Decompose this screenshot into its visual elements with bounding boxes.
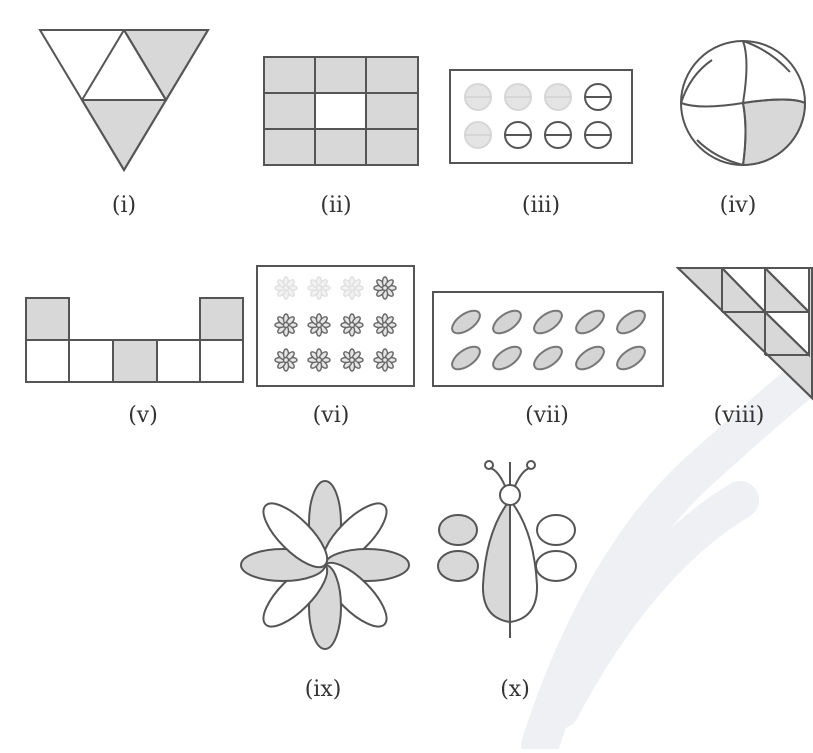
- flower-mark: [374, 277, 396, 299]
- flower-mark: [341, 314, 363, 336]
- figure-viii-triangle: [678, 268, 812, 398]
- figure-ii-grid: [264, 57, 418, 165]
- figure-vi-flowers: [257, 266, 414, 386]
- oval-mark: [572, 342, 607, 373]
- flower-mark: [308, 349, 330, 371]
- oval-mark: [613, 306, 648, 337]
- label-v: (v): [128, 403, 158, 428]
- oval-mark: [572, 306, 607, 337]
- label-i: (i): [112, 193, 136, 218]
- flower-mark: [308, 314, 330, 336]
- label-ix: (ix): [305, 677, 342, 702]
- figure-vii-ovals: [433, 292, 663, 386]
- oval-mark: [530, 306, 565, 337]
- flower-mark: [374, 349, 396, 371]
- flower-mark: [308, 277, 330, 299]
- figure-iv-circle: [681, 41, 805, 165]
- figure-i-triangle: [40, 30, 208, 170]
- figure-ix-flower: [241, 481, 409, 649]
- oval-mark: [613, 342, 648, 373]
- oval-mark: [530, 342, 565, 373]
- oval-mark: [489, 342, 524, 373]
- figure-x-butterfly: [438, 461, 576, 638]
- flower-mark: [341, 277, 363, 299]
- figure-v-squares: [26, 298, 243, 382]
- figure-iii-circles: [450, 70, 632, 163]
- label-vii: (vii): [525, 403, 569, 428]
- label-ii: (ii): [320, 193, 351, 218]
- watermark: [540, 380, 805, 745]
- label-vi: (vi): [313, 403, 350, 428]
- oval-mark: [448, 342, 483, 373]
- oval-mark: [489, 306, 524, 337]
- flower-mark: [341, 349, 363, 371]
- label-x: (x): [500, 677, 530, 702]
- flower-mark: [275, 349, 297, 371]
- label-iv: (iv): [720, 193, 757, 218]
- flower-mark: [275, 314, 297, 336]
- label-iii: (iii): [522, 193, 560, 218]
- flower-mark: [275, 277, 297, 299]
- flower-mark: [374, 314, 396, 336]
- oval-mark: [448, 306, 483, 337]
- label-viii: (viii): [714, 403, 765, 428]
